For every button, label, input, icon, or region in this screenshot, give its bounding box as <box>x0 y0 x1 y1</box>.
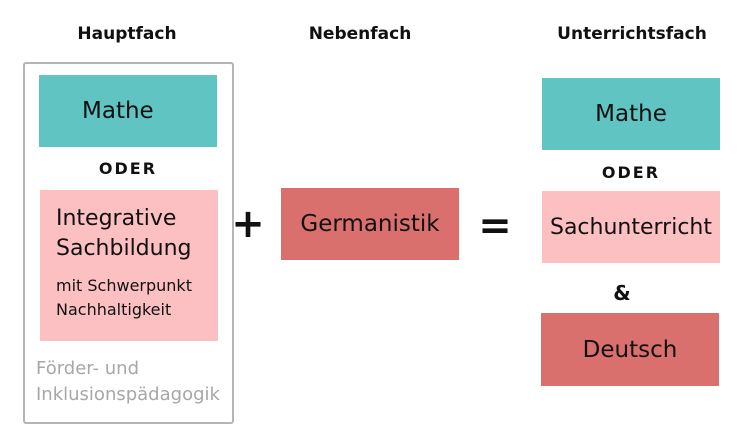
hauptfach-mathe-label: Mathe <box>82 98 154 124</box>
hauptfach-group-frame <box>23 62 234 424</box>
sachbildung-sub-line2: Nachhaltigkeit <box>56 300 172 319</box>
unterrichtsfach-and-label: & <box>613 281 631 305</box>
hauptfach-note: Förder- und Inklusionspädagogik <box>36 356 232 408</box>
unterrichtsfach-deutsch-label: Deutsch <box>582 336 678 363</box>
plus-operator: + <box>231 201 265 247</box>
unterrichtsfach-mathe-label: Mathe <box>595 101 667 127</box>
sachbildung-title-line2: Sachbildung <box>56 236 192 261</box>
unterrichtsfach-mathe-box: Mathe <box>542 78 720 150</box>
note-line2: Inklusionspädagogik <box>36 384 220 405</box>
unterrichtsfach-deutsch-box: Deutsch <box>541 313 719 386</box>
unterrichtsfach-sachunterricht-label: Sachunterricht <box>549 214 712 240</box>
header-hauptfach: Hauptfach <box>77 24 177 44</box>
hauptfach-mathe-box: Mathe <box>39 75 217 147</box>
equals-operator: = <box>478 203 512 249</box>
nebenfach-germanistik-label: Germanistik <box>300 211 440 237</box>
nebenfach-germanistik-box: Germanistik <box>281 188 459 260</box>
header-nebenfach: Nebenfach <box>308 24 412 44</box>
hauptfach-oder-label: ODER <box>98 159 158 178</box>
unterrichtsfach-sachunterricht-box: Sachunterricht <box>542 191 720 263</box>
sachbildung-title-line1: Integrative <box>56 206 177 231</box>
header-unterrichtsfach: Unterrichtsfach <box>557 24 707 44</box>
unterrichtsfach-oder-label: ODER <box>601 163 661 182</box>
sachbildung-sub-line1: mit Schwerpunkt <box>56 276 192 295</box>
hauptfach-sachbildung-box: Integrative Sachbildung mit Schwerpunkt … <box>40 190 218 341</box>
note-line1: Förder- und <box>36 358 140 379</box>
